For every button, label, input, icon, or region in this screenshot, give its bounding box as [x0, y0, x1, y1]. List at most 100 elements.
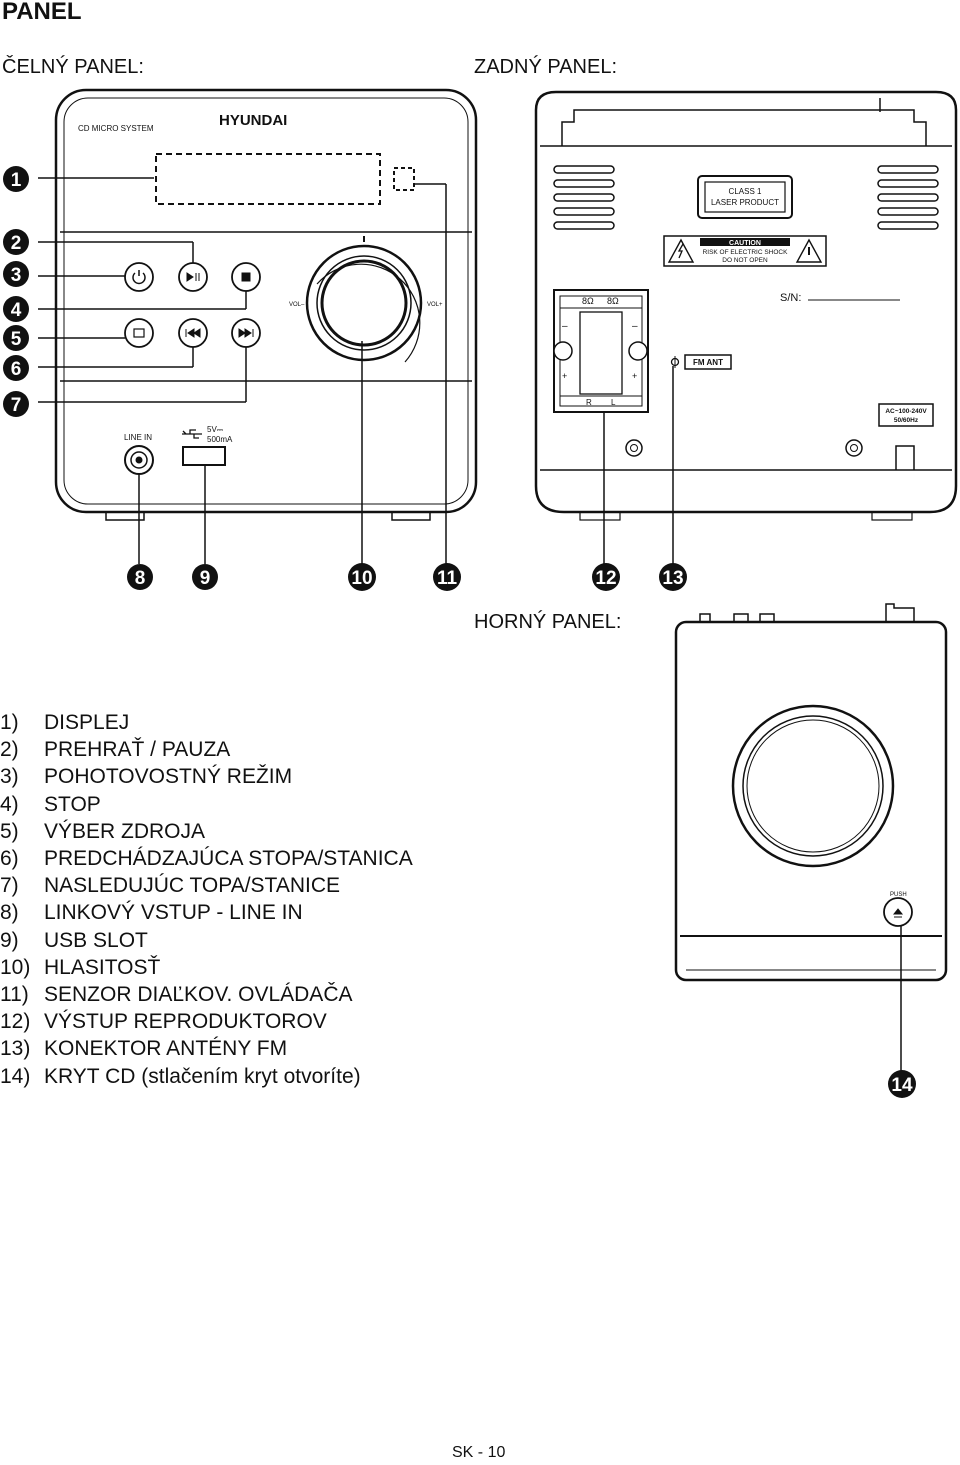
cd-open-button	[883, 897, 913, 927]
svg-text:10: 10	[351, 568, 372, 589]
push-label: PUSH	[890, 892, 907, 898]
source-icon	[133, 328, 145, 338]
list-item: 1)DISPLEJ	[0, 711, 130, 734]
power-cord	[895, 445, 915, 470]
fm-ant-label-box	[684, 354, 732, 370]
callout-8: 8	[127, 564, 153, 590]
callout-5: 5	[3, 325, 29, 351]
model-label: CD MICRO SYSTEM	[78, 124, 154, 133]
play-pause-icon	[186, 272, 200, 282]
prev-icon	[185, 328, 201, 338]
ac-rating-voltage: AC~100-240V	[885, 408, 927, 415]
callout-12: 12	[592, 563, 620, 591]
front-panel-drawing: CD MICRO SYSTEM HYUNDAI VOL– VOL+ LINE I…	[38, 88, 478, 564]
callout-10: 10	[348, 563, 376, 591]
callout-9: 9	[192, 564, 218, 590]
ac-rating-label	[878, 403, 934, 427]
ir-sensor	[393, 167, 415, 191]
callout-3: 3	[3, 261, 29, 287]
screw-right	[845, 439, 863, 457]
svg-text:2: 2	[11, 233, 22, 254]
caution-label	[663, 235, 827, 267]
svg-text:6: 6	[11, 359, 22, 380]
list-item: 7)NASLEDUJÚC TOPA/STANICE	[0, 874, 341, 898]
callout-2: 2	[3, 229, 29, 255]
source-button	[124, 318, 154, 348]
list-item: 13)KONEKTOR ANTÉNY FM	[0, 1037, 288, 1061]
vent-left	[553, 165, 615, 230]
svg-text:12: 12	[595, 568, 616, 589]
next-icon	[238, 328, 254, 338]
callout-11: 11	[433, 563, 461, 591]
volume-knob	[305, 244, 423, 362]
speaker-left-label: L	[611, 398, 616, 407]
exclamation-warning-icon	[795, 238, 823, 263]
svg-text:+: +	[632, 371, 637, 381]
power-icon	[132, 270, 146, 285]
svg-text:+: +	[562, 371, 567, 381]
back-panel-title: ZADNÝ PANEL:	[474, 56, 617, 78]
serial-number-label: S/N:	[780, 292, 801, 304]
caution-title: CAUTION	[729, 240, 761, 247]
list-item: 12)VÝSTUP REPRODUKTOROV	[0, 1010, 327, 1034]
page-heading: PANEL	[2, 0, 82, 25]
eject-icon	[892, 908, 904, 918]
list-item: 5)VÝBER ZDROJA	[0, 819, 206, 843]
svg-text:13: 13	[662, 568, 683, 589]
line-in-label: LINE IN	[124, 433, 152, 442]
laser-label-line2: LASER PRODUCT	[711, 198, 779, 207]
cd-lid	[731, 704, 895, 868]
vent-right	[877, 165, 939, 230]
svg-text:7: 7	[11, 395, 22, 416]
usb-slot	[182, 446, 226, 466]
callout-1: 1	[3, 166, 29, 192]
list-item: 4)STOP	[0, 792, 101, 816]
svg-text:8: 8	[135, 568, 146, 589]
top-panel-drawing: PUSH	[674, 603, 948, 1072]
speaker-ohm-right: 8Ω	[582, 296, 594, 306]
top-panel-title: HORNÝ PANEL:	[474, 611, 622, 633]
list-item: 6)PREDCHÁDZAJÚCA STOPA/STANICA	[0, 847, 413, 871]
svg-text:9: 9	[200, 568, 211, 589]
svg-text:11: 11	[437, 568, 458, 589]
svg-text:4: 4	[11, 300, 22, 321]
standby-button	[124, 262, 154, 292]
svg-text:3: 3	[11, 265, 22, 286]
list-item: 2)PREHRAŤ / PAUZA	[0, 738, 231, 762]
list-item: 10)HLASITOSŤ	[0, 955, 161, 979]
caution-line2: DO NOT OPEN	[722, 257, 768, 264]
back-panel-drawing: CLASS 1 LASER PRODUCT CAUTION RISK OF EL…	[534, 90, 958, 564]
callout-7: 7	[3, 391, 29, 417]
svg-text:14: 14	[891, 1075, 913, 1096]
list-item: 8)LINKOVÝ VSTUP - LINE IN	[0, 901, 303, 925]
fm-ant-label: FM ANT	[693, 358, 723, 367]
shock-warning-icon	[667, 238, 695, 263]
svg-text:–: –	[632, 321, 638, 332]
list-item: 3)POHOTOVOSTNÝ REŽIM	[0, 765, 293, 789]
callout-13: 13	[659, 563, 687, 591]
panel-diagrams: CD MICRO SYSTEM HYUNDAI VOL– VOL+ LINE I…	[3, 88, 958, 1098]
svg-text:1: 1	[11, 170, 22, 191]
top-panel-body	[674, 620, 948, 982]
callout-14: 14	[888, 1070, 916, 1098]
front-panel-title: ČELNÝ PANEL:	[2, 56, 144, 78]
vol-minus-label: VOL–	[289, 302, 305, 308]
legend-list: 1)DISPLEJ 2)PREHRAŤ / PAUZA 3)POHOTOVOST…	[0, 709, 413, 1090]
brand-logo: HYUNDAI	[219, 112, 287, 129]
list-item: 14)KRYT CD (stlačením kryt otvoríte)	[0, 1064, 361, 1088]
speaker-ohm-left: 8Ω	[607, 296, 619, 306]
list-item: 9)USB SLOT	[0, 928, 148, 952]
callout-badges: 1 2 3 4 5 6 7 8 9 10 11 12 13 14	[3, 166, 916, 1098]
svg-text:5: 5	[11, 329, 22, 350]
usb-rating-current: 500mA	[207, 435, 233, 444]
laser-label-line1: CLASS 1	[729, 187, 762, 196]
ac-rating-frequency: 50/60Hz	[894, 417, 919, 424]
display-window	[155, 153, 381, 205]
svg-text:–: –	[562, 321, 568, 332]
vol-plus-label: VOL+	[427, 302, 443, 308]
stop-icon	[241, 272, 251, 282]
usb-rating-voltage: 5V⎓	[207, 425, 224, 434]
list-item: 11)SENZOR DIAĽKOV. OVLÁDAČA	[0, 983, 353, 1007]
page-number: SK - 10	[452, 1444, 506, 1461]
speaker-right-label: R	[586, 398, 592, 407]
